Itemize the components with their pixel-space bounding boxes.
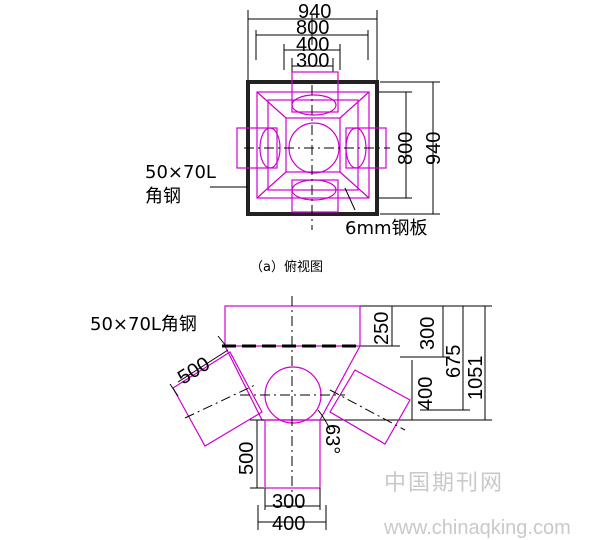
top-dimension-lines xyxy=(247,10,378,82)
dim-300: 300 xyxy=(417,317,439,350)
dim-1051: 1051 xyxy=(465,356,487,401)
dim-300-bottom: 300 xyxy=(272,491,305,513)
dim-800-top: 800 xyxy=(296,17,329,39)
bottom-vertical-dim xyxy=(250,419,264,489)
dim-500-vertical: 500 xyxy=(236,442,258,475)
right-dimension-lines xyxy=(378,81,440,215)
bottom-horizontal-dims xyxy=(257,488,327,530)
dim-300-top: 300 xyxy=(296,50,329,72)
angle-63: 63° xyxy=(321,424,343,454)
dim-675: 675 xyxy=(443,345,465,378)
watermark-url: www.chinaqking.com xyxy=(383,517,571,539)
side-view: 250 300 675 1051 400 50×70L角钢 xyxy=(90,296,492,535)
left-outlet-dim xyxy=(169,349,229,397)
leader-steel-plate xyxy=(344,187,356,211)
leader-side-angle xyxy=(217,335,227,347)
right-outlet-axis xyxy=(329,389,406,431)
angle-arc xyxy=(317,409,331,431)
dim-800-right: 800 xyxy=(395,132,417,165)
label-angle-steel-line1: 50×70L xyxy=(145,162,216,183)
caption-top-view: （a）俯视图 xyxy=(250,259,323,275)
left-outlet-axis xyxy=(184,384,256,419)
dim-940-right: 940 xyxy=(423,132,445,165)
dim-400-right: 400 xyxy=(415,377,437,410)
label-steel-plate: 6mm钢板 xyxy=(345,218,428,239)
top-view: 940 800 400 300 800 940 xyxy=(145,1,445,275)
watermark-cn: 中国期刊网 xyxy=(384,471,504,496)
dim-250: 250 xyxy=(371,312,393,345)
label-angle-steel-line2: 角钢 xyxy=(145,186,181,207)
dim-400-top: 400 xyxy=(296,34,329,56)
dim-940-top: 940 xyxy=(298,1,331,23)
label-side-angle-steel: 50×70L角钢 xyxy=(90,314,197,335)
side-dimension-lines xyxy=(320,305,492,421)
dim-400-bottom: 400 xyxy=(272,513,305,535)
